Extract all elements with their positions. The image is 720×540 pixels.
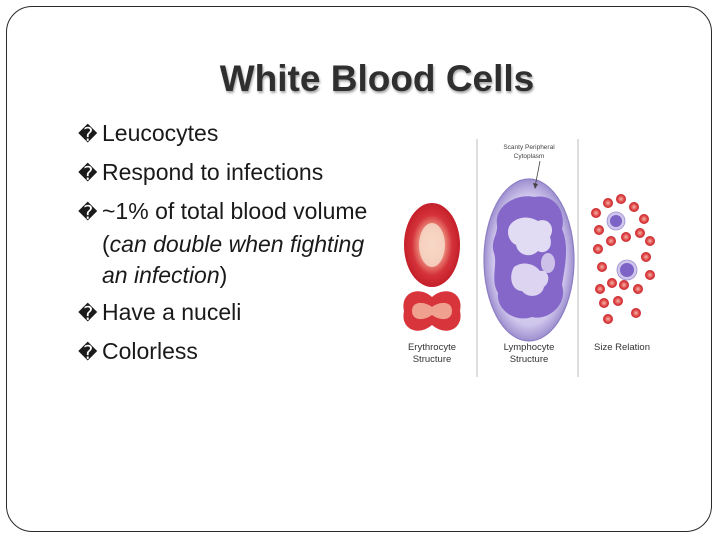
bullet-text: ) xyxy=(219,262,228,288)
bullet-item: �Leucocytes xyxy=(78,118,368,151)
bullet-item: �Colorless xyxy=(78,336,368,369)
annotation-pointer xyxy=(534,160,541,188)
bullet-text: Respond to infections xyxy=(102,159,324,185)
nucleus-chromatin xyxy=(541,253,555,273)
size-relation-lymphocytes xyxy=(606,211,638,281)
erythrocyte-center xyxy=(419,223,445,267)
bullet-item: �Have a nuceli xyxy=(78,297,368,330)
blood-cell-figure: Scanty Peripheral Cytoplasm xyxy=(398,133,664,381)
erythrocyte-side-center xyxy=(412,302,452,320)
annotation-line2: Cytoplasm xyxy=(514,153,545,160)
size-relation-label: Size Relation xyxy=(594,342,650,353)
erythrocyte-label: Erythrocyte xyxy=(408,342,456,353)
bullet-text-italic: can double when fighting an infection xyxy=(102,231,365,288)
bullet-text: Have a nuceli xyxy=(102,299,242,325)
bullet-marker-icon: � xyxy=(78,342,98,364)
nucleus-chromatin xyxy=(511,263,549,296)
bullet-text: Leucocytes xyxy=(102,120,219,146)
bullet-item: �Respond to infections xyxy=(78,157,368,190)
lymphocyte-label: Lymphocyte xyxy=(504,342,555,353)
nucleus-chromatin xyxy=(508,217,553,256)
bullet-item: �~1% of total blood volume (can double w… xyxy=(78,196,368,291)
slide-frame xyxy=(6,6,712,532)
annotation-line1: Scanty Peripheral xyxy=(503,144,555,151)
lymphocyte-label-line2: Structure xyxy=(510,354,549,365)
bullet-marker-icon: � xyxy=(78,202,98,224)
bullet-text: Colorless xyxy=(102,338,198,364)
bullet-text: ~1% of total blood volume ( xyxy=(102,198,368,257)
erythrocyte-label-line2: Structure xyxy=(413,354,452,365)
bullet-marker-icon: � xyxy=(78,303,98,325)
bullet-marker-icon: � xyxy=(78,124,98,146)
bullet-list: �Leucocytes �Respond to infections �~1% … xyxy=(78,118,368,375)
size-relation-cells xyxy=(591,194,655,324)
blood-cell-illustration: Scanty Peripheral Cytoplasm xyxy=(403,139,655,377)
annotation-arrowhead-icon xyxy=(533,183,538,189)
bullet-marker-icon: � xyxy=(78,163,98,185)
lymphocyte-nucleus xyxy=(492,196,567,319)
slide-title: White Blood Cells xyxy=(219,58,535,99)
